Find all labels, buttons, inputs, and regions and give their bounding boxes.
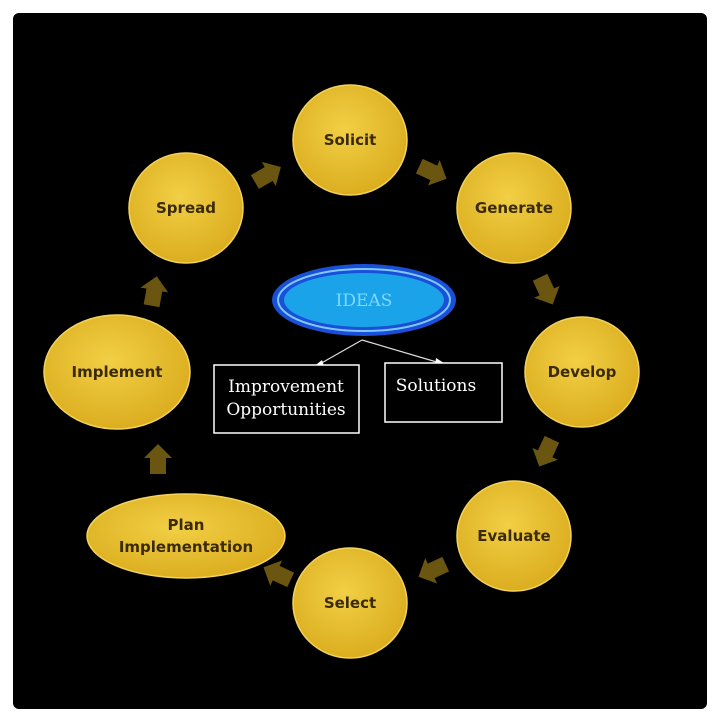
cycle-arrow-8 (140, 276, 169, 308)
node-solicit-shape (292, 84, 408, 196)
node-evaluate-shape (456, 480, 572, 592)
node-select-label: Select (324, 594, 376, 612)
node-develop-shape (524, 316, 640, 428)
node-spread-label: Spread (156, 199, 216, 217)
node-implement: Implement (43, 314, 191, 430)
node-select: Select (292, 547, 408, 659)
node-implement-shape (43, 314, 191, 430)
cycle-arrow-6 (263, 560, 295, 588)
cycle-arrow-5 (418, 556, 450, 584)
box-solutions: Solutions (384, 362, 503, 423)
node-spread: Spread (128, 152, 244, 264)
cycle-arrow-2 (415, 158, 447, 186)
cycle-arrow-3 (532, 273, 560, 305)
node-plan-implementation-shape (86, 493, 286, 579)
box-improvement-line-2: Opportunities (226, 400, 345, 420)
node-develop: Develop (524, 316, 640, 428)
node-evaluate: Evaluate (456, 480, 572, 592)
node-solicit: Solicit (292, 84, 408, 196)
node-plan-implementation-label-1: Plan (168, 516, 205, 534)
cycle-arrow-4 (532, 435, 560, 467)
node-evaluate-label: Evaluate (477, 527, 550, 545)
node-implement-label: Implement (72, 363, 163, 381)
box-improvement-opportunities: Improvement Opportunities (213, 364, 360, 434)
cycle-arrows (140, 158, 560, 588)
box-solutions-line-1: Solutions (396, 376, 476, 396)
node-generate-label: Generate (475, 199, 553, 217)
node-plan-implementation-label-2: Implementation (119, 538, 253, 556)
cycle-arrow-7 (144, 444, 172, 474)
center-ideas-label: IDEAS (336, 291, 393, 311)
node-generate-shape (456, 152, 572, 264)
box-improvement-line-1: Improvement (228, 377, 344, 397)
center-ideas: IDEAS (272, 264, 456, 336)
node-develop-label: Develop (548, 363, 617, 381)
connector-line-left (317, 339, 363, 366)
cycle-arrow-1 (250, 161, 281, 189)
node-generate: Generate (456, 152, 572, 264)
box-solutions-frame (384, 362, 503, 423)
center-ideas-inner-ring (277, 268, 451, 332)
node-select-shape (292, 547, 408, 659)
box-improvement-frame (213, 364, 360, 434)
connector-line-right (361, 339, 441, 364)
node-spread-shape (128, 152, 244, 264)
center-ideas-fill (284, 273, 444, 327)
node-solicit-label: Solicit (324, 131, 377, 149)
